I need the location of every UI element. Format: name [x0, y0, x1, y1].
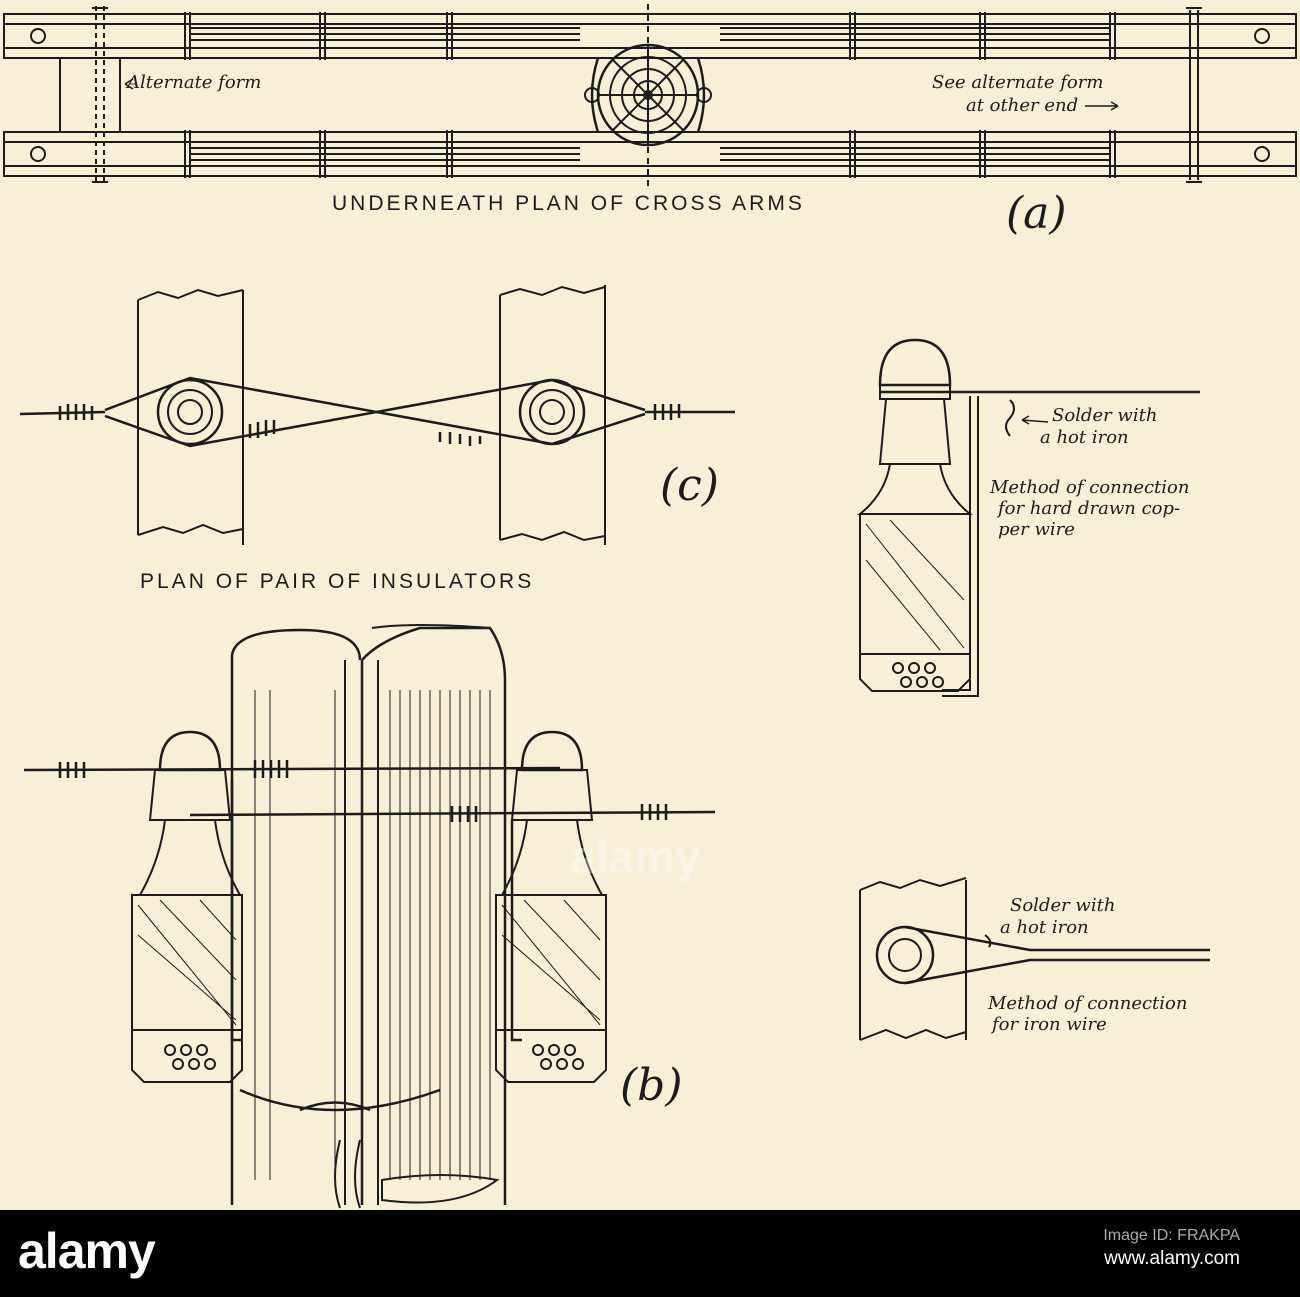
note-see-alternate-line2: at other end — [966, 95, 1079, 116]
note-copper-line1: Method of connection — [990, 477, 1190, 498]
note-iron-line2: for iron wire — [992, 1014, 1107, 1035]
iron-wire-detail — [859, 877, 1210, 1041]
note-solder-2b: a hot iron — [1000, 917, 1089, 938]
footer-bar: alamy Image ID: FRAKPA www.alamy.com — [0, 1210, 1300, 1297]
wire-plan-c — [19, 376, 735, 448]
insulator-plan-right — [518, 378, 586, 446]
pole-perspective — [230, 624, 507, 1209]
pole-cross-section — [584, 4, 712, 186]
note-solder-1a: Solder with — [1052, 405, 1158, 426]
alamy-logo: alamy — [18, 1223, 156, 1279]
note-see-alternate-line1: See alternate form — [932, 72, 1104, 93]
note-copper-line2: for hard drawn cop- — [998, 498, 1181, 519]
watermark-center: alamy — [570, 831, 701, 883]
crossarm-section-left — [137, 288, 244, 545]
figure-label-c: (c) — [660, 460, 719, 511]
note-iron-line1: Method of connection — [988, 993, 1188, 1014]
image-id-label: Image ID: FRAKPA — [1103, 1227, 1240, 1244]
line-wires-b — [23, 760, 716, 1112]
note-alternate-form: Alternate form — [127, 72, 262, 93]
figure-label-a: (a) — [1006, 188, 1067, 239]
caption-underneath-plan: UNDERNEATH PLAN OF CROSS ARMS — [332, 192, 805, 215]
insulator-elevation-left — [131, 730, 243, 1083]
insulator-elevation-right — [495, 730, 607, 1083]
wire-clamps — [184, 12, 1116, 178]
cross-arm-bottom — [3, 131, 1297, 177]
bolt-brace — [1186, 7, 1202, 183]
image-id-block: Image ID: FRAKPA www.alamy.com — [1103, 1224, 1240, 1270]
illustration-plate: Alternate form See alternate form at oth… — [3, 4, 1297, 1209]
insulator-plan-left — [156, 378, 224, 446]
leader-arrows — [124, 78, 1119, 425]
alamy-url[interactable]: www.alamy.com — [1104, 1248, 1240, 1269]
note-copper-line3: per wire — [998, 519, 1075, 540]
crossarm-section-right — [499, 285, 606, 545]
note-solder-2a: Solder with — [1010, 895, 1116, 916]
technical-drawing — [3, 4, 1297, 1209]
note-solder-1b: a hot iron — [1040, 427, 1129, 448]
cross-arm-top — [3, 13, 1297, 59]
caption-pair-of-insulators: PLAN OF PAIR OF INSULATORS — [140, 570, 535, 593]
figure-label-b: (b) — [620, 1060, 683, 1111]
alternate-form-brace — [59, 6, 121, 184]
insulator-copper-detail — [857, 338, 1200, 697]
